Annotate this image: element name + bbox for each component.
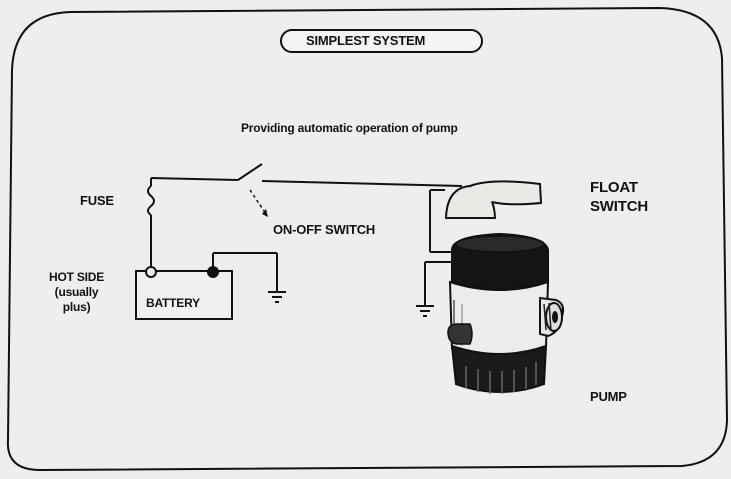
switch-arrow-line bbox=[249, 189, 267, 215]
hot-side-label: HOT SIDE (usually plus) bbox=[49, 270, 104, 315]
hot-side-label-line1: HOT SIDE bbox=[49, 270, 105, 284]
title-capsule bbox=[280, 29, 483, 53]
pump-label: PUMP bbox=[590, 389, 627, 404]
fuse-icon bbox=[147, 185, 155, 216]
outer-frame bbox=[6, 6, 729, 472]
switch-blade bbox=[237, 163, 263, 181]
float-switch-label-line1: FLOAT bbox=[590, 179, 638, 196]
pump-icon bbox=[447, 232, 565, 394]
hot-side-label-line3: plus) bbox=[62, 300, 91, 314]
switch-arrow-head bbox=[262, 209, 268, 217]
battery-plus-terminal bbox=[145, 266, 157, 278]
float-switch-label-line2: SWITCH bbox=[590, 198, 648, 215]
on-off-switch-label: ON-OFF SWITCH bbox=[273, 222, 376, 237]
battery-label: BATTERY bbox=[146, 296, 200, 310]
hot-side-label-line2: (usually bbox=[54, 285, 99, 299]
top-wire-left bbox=[150, 177, 239, 181]
top-wire-right bbox=[261, 180, 463, 187]
battery-minus-terminal bbox=[207, 266, 219, 278]
battery-box bbox=[135, 270, 233, 320]
float-switch-label: FLOAT SWITCH bbox=[590, 178, 648, 216]
diagram-subtitle: Providing automatic operation of pump bbox=[241, 121, 458, 135]
float-switch-arm bbox=[469, 180, 543, 206]
battery-ground-icon bbox=[268, 291, 286, 303]
fuse-label: FUSE bbox=[80, 193, 114, 208]
diagram-title: SIMPLEST SYSTEM bbox=[306, 33, 426, 48]
pump-ground-icon bbox=[416, 305, 434, 317]
